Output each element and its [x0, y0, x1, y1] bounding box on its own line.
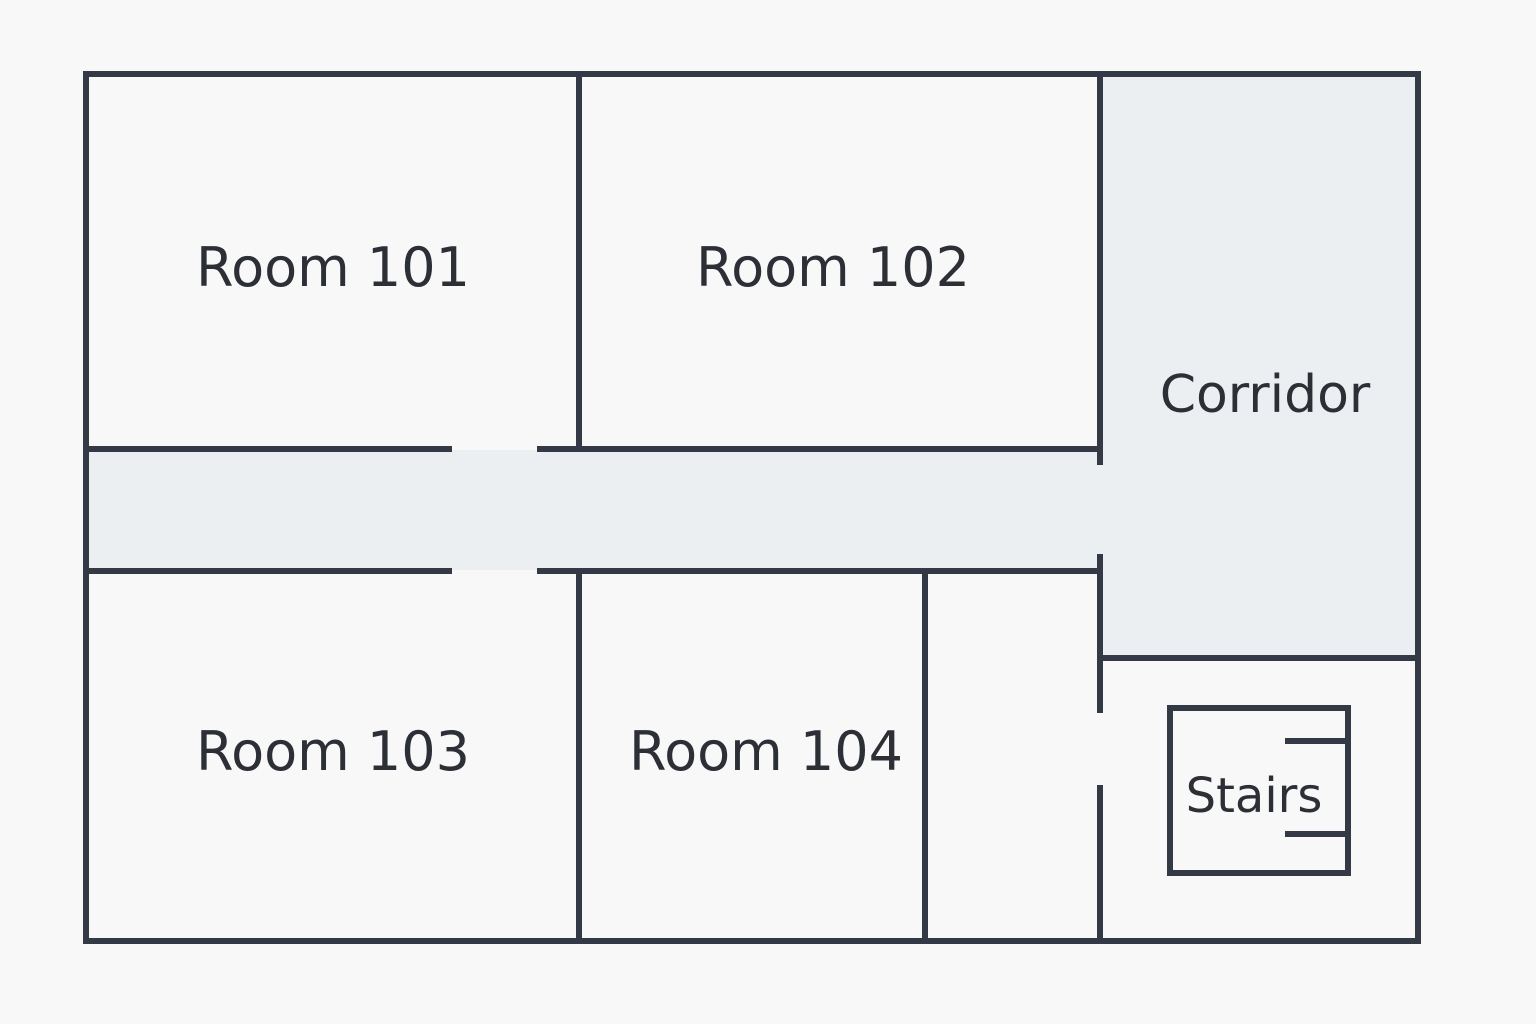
- room-101-label: Room 101: [195, 236, 471, 299]
- room-104-label: Room 104: [628, 720, 904, 783]
- corridor-vertical-fill: [1100, 76, 1418, 658]
- outer-wall: [83, 71, 1421, 944]
- stairs-outline: [1167, 705, 1351, 876]
- room-103-label: Room 103: [195, 720, 471, 783]
- corridor-horizontal-fill: [88, 450, 1102, 570]
- room-102-label: Room 102: [695, 236, 971, 299]
- corridor-label: Corridor: [1159, 365, 1371, 425]
- stairs-label: Stairs: [1185, 768, 1323, 824]
